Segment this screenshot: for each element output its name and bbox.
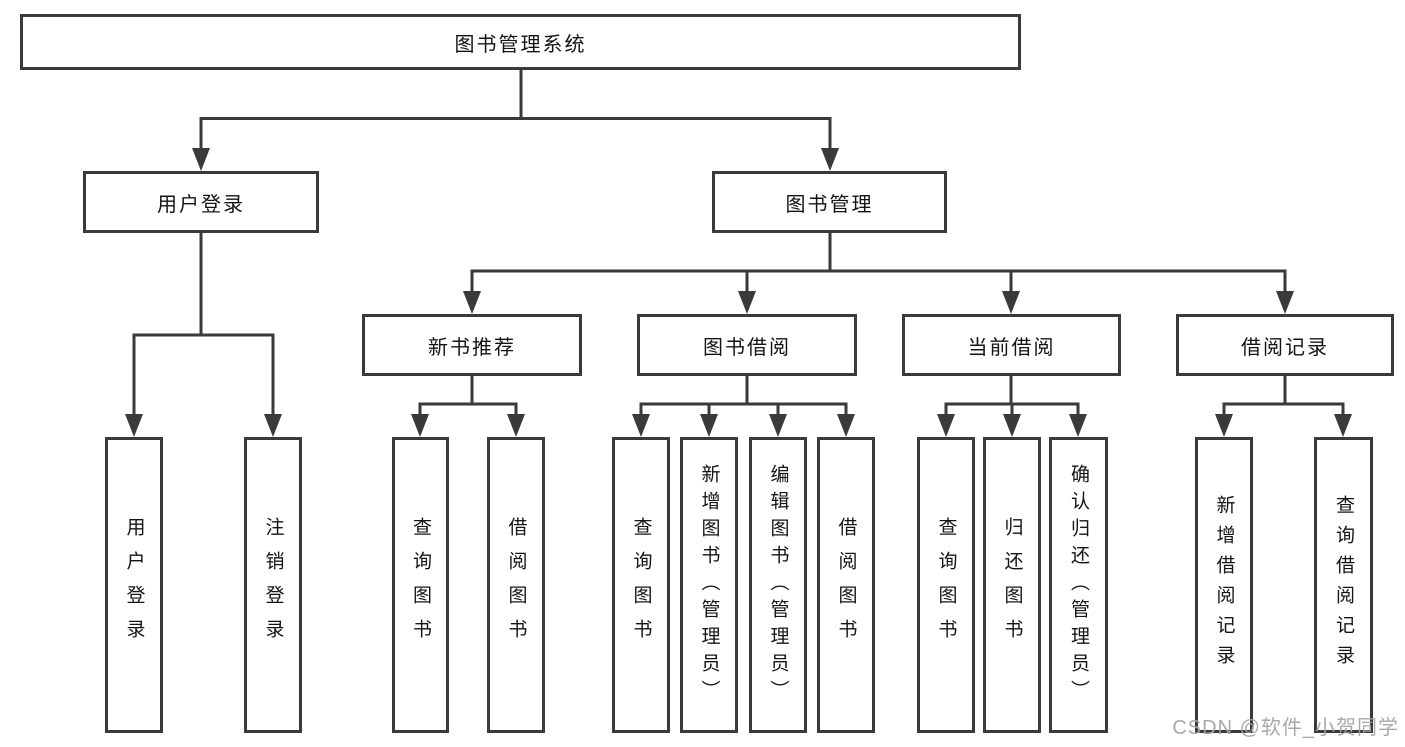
node-label: 编辑图书（管理员） <box>767 463 789 707</box>
leaf-user-login: 用户登录 <box>105 437 163 733</box>
node-user-login: 用户登录 <box>83 171 319 233</box>
leaf-confirm-return-admin: 确认归还（管理员） <box>1049 437 1108 733</box>
node-new-book-recommend: 新书推荐 <box>362 314 582 376</box>
node-label: 借阅记录 <box>1241 336 1329 359</box>
node-label: 注销登录 <box>262 517 284 653</box>
leaf-borrow-book-2: 借阅图书 <box>817 437 875 733</box>
node-label: 用户登录 <box>123 517 145 653</box>
node-label: 确认归还（管理员） <box>1068 463 1089 707</box>
arrowheads <box>125 148 1352 437</box>
node-label: 查询图书 <box>630 517 652 653</box>
node-label: 图书管理 <box>785 193 874 216</box>
node-label: 当前借阅 <box>967 336 1056 359</box>
node-library-management-system: 图书管理系统 <box>20 14 1021 70</box>
node-label: 图书借阅 <box>703 336 791 359</box>
node-label: 借阅图书 <box>505 517 527 653</box>
leaf-add-book-admin: 新增图书（管理员） <box>680 437 738 733</box>
leaf-query-borrow-record: 查询借阅记录 <box>1314 437 1373 733</box>
node-label: 查询图书 <box>410 517 431 653</box>
node-book-borrow: 图书借阅 <box>637 314 857 376</box>
leaf-query-book-2: 查询图书 <box>612 437 670 733</box>
leaf-logout: 注销登录 <box>244 437 302 733</box>
edge-book-borrow-to-leaves <box>639 376 848 418</box>
node-label: 用户登录 <box>157 193 245 216</box>
leaf-edit-book-admin: 编辑图书（管理员） <box>749 437 807 733</box>
leaf-query-book-1: 查询图书 <box>392 437 449 733</box>
leaf-return-book: 归还图书 <box>983 437 1041 733</box>
edge-user-login-to-leaves <box>132 233 275 418</box>
node-label: 新书推荐 <box>428 336 516 359</box>
node-book-management: 图书管理 <box>712 171 947 233</box>
node-label: 归还图书 <box>1001 517 1023 653</box>
csdn-watermark: CSDN @软件_小贺同学 <box>1172 717 1399 739</box>
leaf-add-borrow-record: 新增借阅记录 <box>1195 437 1253 733</box>
node-borrow-record: 借阅记录 <box>1176 314 1394 376</box>
edge-root-to-level2 <box>199 70 832 152</box>
node-label: 借阅图书 <box>835 517 857 653</box>
node-current-borrow: 当前借阅 <box>902 314 1121 376</box>
node-label: 新增图书（管理员） <box>698 463 720 707</box>
edge-borrow-record-to-leaves <box>1222 376 1345 418</box>
leaf-query-book-3: 查询图书 <box>917 437 975 733</box>
edge-new-book-to-leaves <box>418 376 518 418</box>
leaf-borrow-book-1: 借阅图书 <box>487 437 545 733</box>
node-label: 新增借阅记录 <box>1213 495 1235 675</box>
node-label: 查询借阅记录 <box>1333 495 1354 675</box>
edge-current-borrow-to-leaves <box>944 376 1080 418</box>
node-label: 查询图书 <box>935 517 957 653</box>
node-label: 图书管理系统 <box>454 33 587 56</box>
edge-book-management-to-level3 <box>470 233 1287 295</box>
